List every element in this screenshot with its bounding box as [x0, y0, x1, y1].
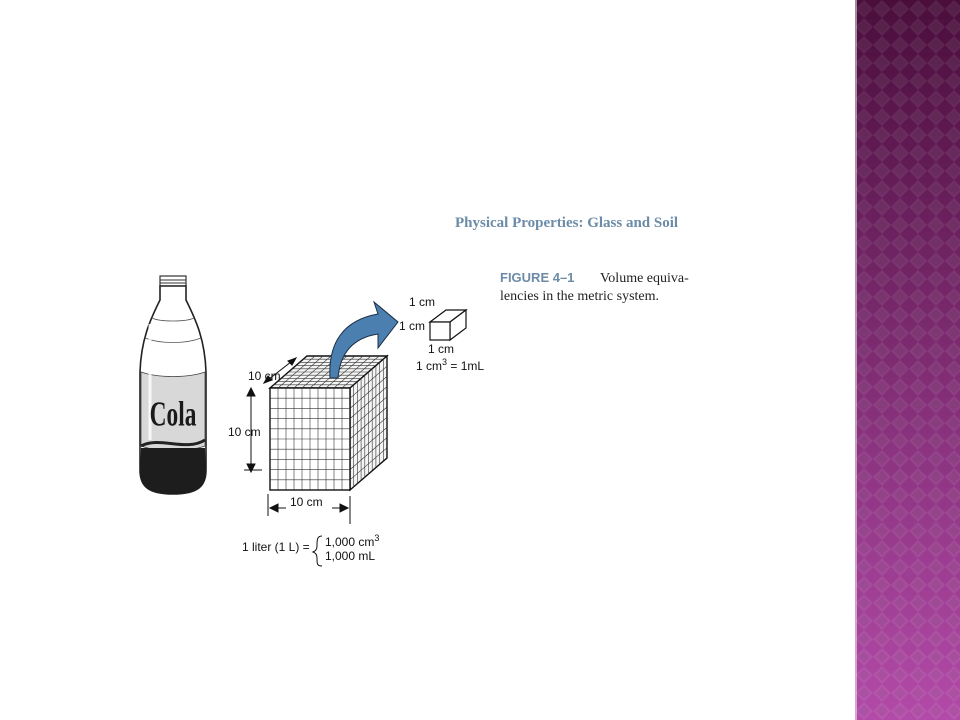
liter-equation-lhs: 1 liter (1 L) =	[242, 540, 310, 554]
slide: Physical Properties: Glass and Soil FIGU…	[139, 215, 690, 567]
small-cube-bottom-label: 1 cm	[428, 342, 454, 356]
bottle-label: Cola	[150, 395, 197, 434]
section-header: Physical Properties: Glass and Soil	[455, 215, 678, 231]
decorative-side-panel	[855, 0, 960, 720]
height-label: 10 cm	[228, 425, 261, 439]
equivalence-brace	[311, 535, 323, 567]
small-cube-side-label: 1 cm	[399, 319, 425, 333]
small-cube-equation: 1 cm3 = 1mL	[416, 357, 484, 373]
figure-number: FIGURE 4–1	[500, 270, 574, 285]
depth-label: 10 cm	[248, 369, 281, 383]
large-cube	[268, 354, 389, 492]
width-label: 10 cm	[290, 495, 323, 509]
caption-line-2: lencies in the metric system.	[500, 289, 659, 304]
curved-arrow	[329, 300, 399, 379]
small-cube-top-label: 1 cm	[409, 295, 435, 309]
volume-figure: Physical Properties: Glass and Soil FIGU…	[139, 215, 689, 567]
small-cube	[428, 308, 468, 342]
liter-equivalence-cm3: 1,000 cm3	[325, 533, 379, 549]
liter-equivalence-ml: 1,000 mL	[325, 549, 375, 563]
caption-line-1: Volume equiva-	[600, 271, 689, 286]
cola-bottle	[139, 275, 207, 495]
